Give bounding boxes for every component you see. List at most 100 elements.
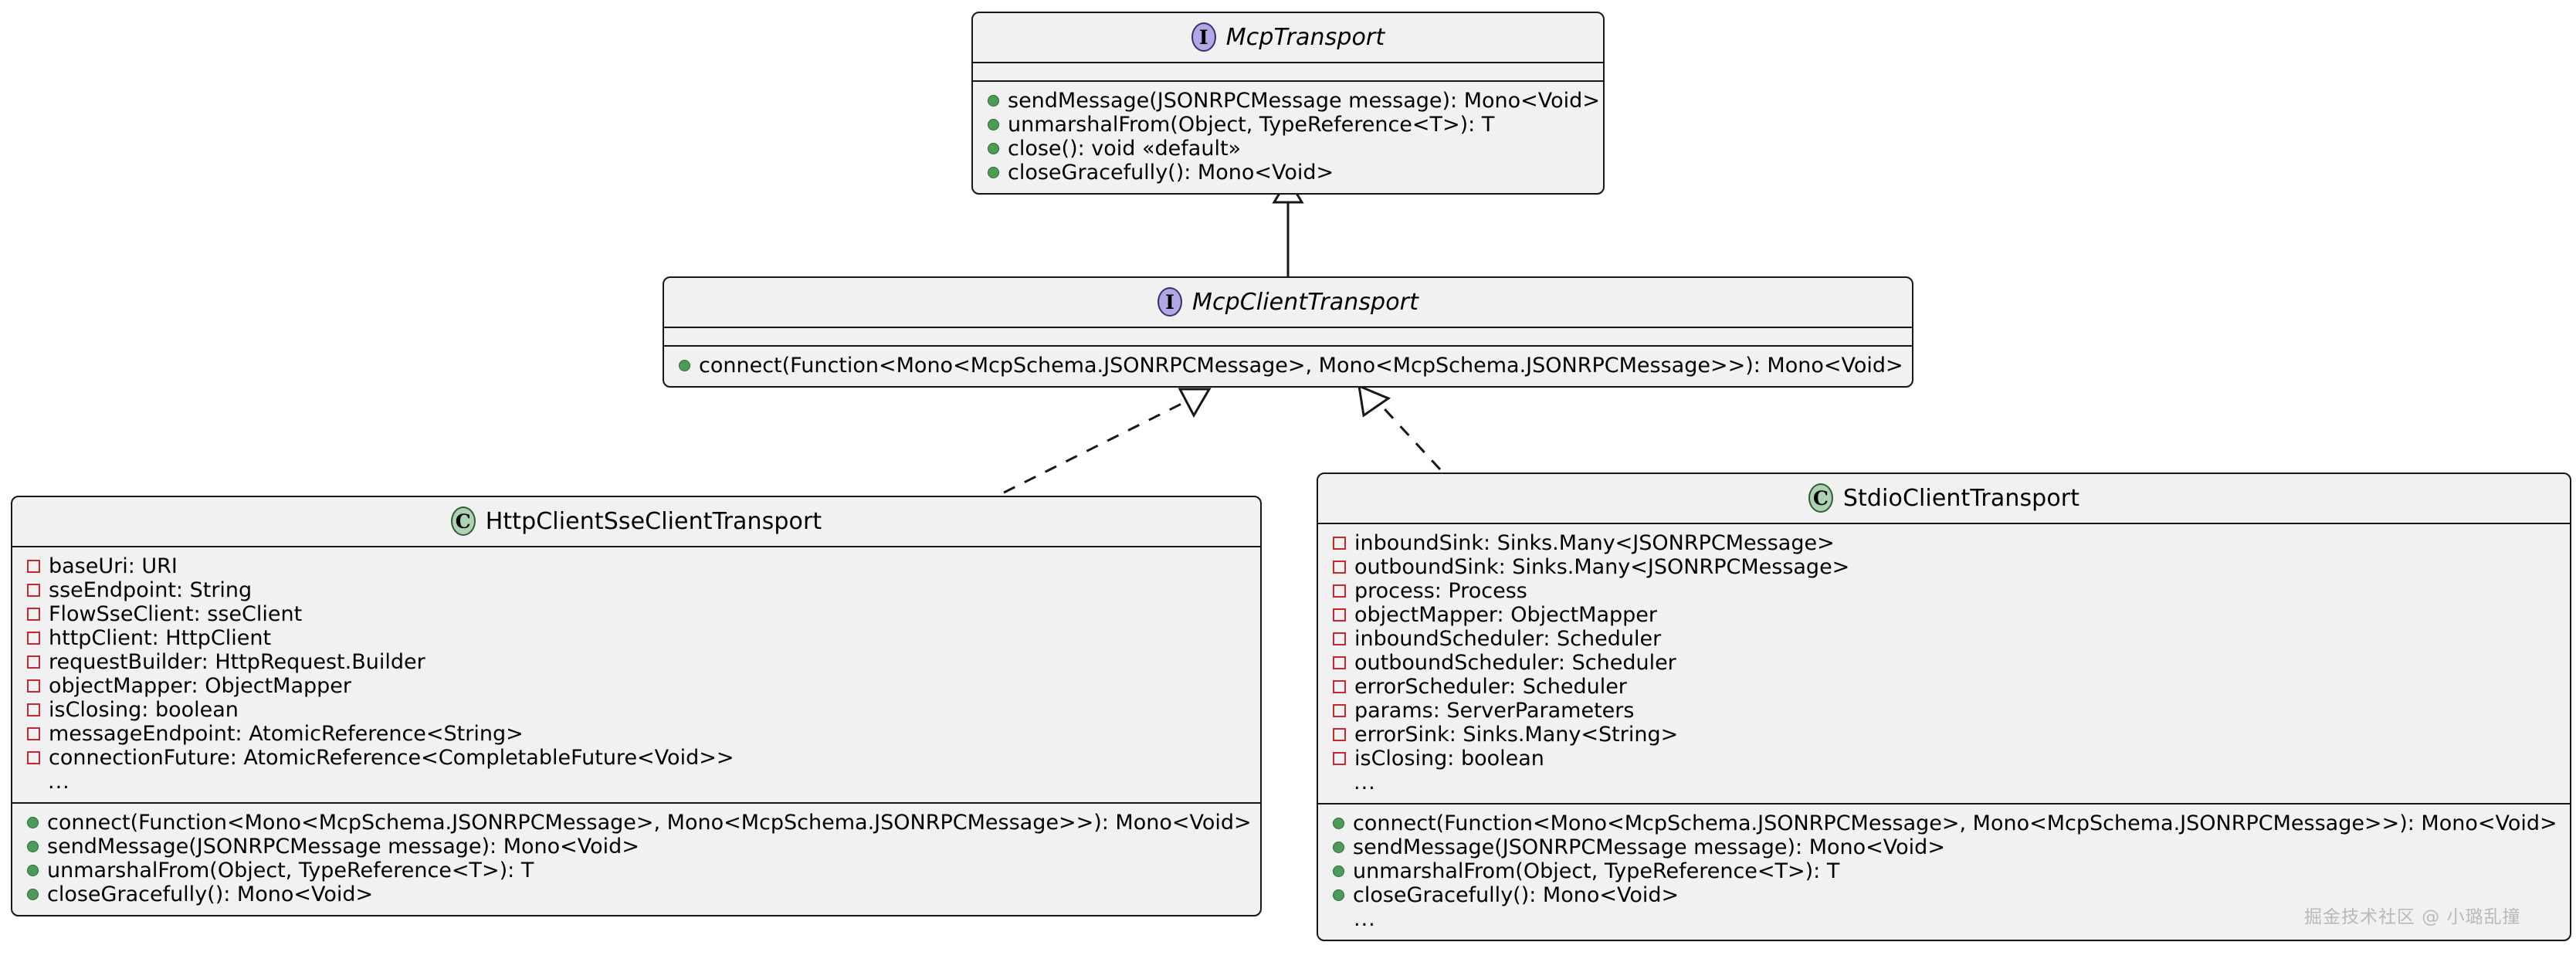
method-label: connect(Function<Mono<McpSchema.JSONRPCM… <box>47 811 1252 835</box>
divider <box>1318 523 2570 524</box>
method-row[interactable]: unmarshalFrom(Object, TypeReference<T>):… <box>12 859 1260 882</box>
node-mcp-transport-methods: sendMessage(JSONRPCMessage message): Mon… <box>973 82 1603 193</box>
attribute-row[interactable]: objectMapper: ObjectMapper <box>1318 603 2570 627</box>
attribute-row[interactable]: isClosing: boolean <box>1318 747 2570 771</box>
attribute-row[interactable]: inboundSink: Sinks.Many<JSONRPCMessage> <box>1318 531 2570 555</box>
private-visibility-icon <box>1333 752 1346 765</box>
divider <box>664 345 1912 347</box>
method-row[interactable]: sendMessage(JSONRPCMessage message): Mon… <box>973 89 1603 113</box>
attribute-row[interactable]: params: ServerParameters <box>1318 699 2570 723</box>
divider <box>973 80 1603 82</box>
node-mcp-client-transport-methods: connect(Function<Mono<McpSchema.JSONRPCM… <box>664 347 1912 386</box>
public-visibility-icon <box>1333 889 1344 901</box>
attribute-row[interactable]: inboundScheduler: Scheduler <box>1318 627 2570 651</box>
attribute-row[interactable]: httpClient: HttpClient <box>12 626 1260 650</box>
node-http-client-sse-client-transport[interactable]: C HttpClientSseClientTransport baseUri: … <box>11 496 1262 916</box>
method-row[interactable]: connect(Function<Mono<McpSchema.JSONRPCM… <box>664 354 1912 378</box>
method-label: sendMessage(JSONRPCMessage message): Mon… <box>1353 835 1945 859</box>
method-row[interactable]: closeGracefully(): Mono<Void> <box>1318 883 2570 907</box>
method-overflow-label: ... <box>1354 907 1376 931</box>
divider <box>664 327 1912 328</box>
attribute-row[interactable]: objectMapper: ObjectMapper <box>12 674 1260 698</box>
node-stdio-client-transport[interactable]: C StdioClientTransport inboundSink: Sink… <box>1317 473 2571 941</box>
public-visibility-icon <box>988 119 999 130</box>
node-mcp-transport-title: McpTransport <box>1225 23 1385 51</box>
attribute-row[interactable]: requestBuilder: HttpRequest.Builder <box>12 650 1260 674</box>
attribute-label: objectMapper: ObjectMapper <box>1354 603 1658 627</box>
private-visibility-icon <box>1333 728 1346 741</box>
method-row[interactable]: unmarshalFrom(Object, TypeReference<T>):… <box>973 113 1603 137</box>
attribute-row[interactable]: process: Process <box>1318 579 2570 603</box>
method-label: connect(Function<Mono<McpSchema.JSONRPCM… <box>699 354 1903 378</box>
method-row[interactable]: close(): void «default» <box>973 137 1603 161</box>
node-mcp-transport[interactable]: I McpTransport sendMessage(JSONRPCMessag… <box>971 12 1605 195</box>
attribute-row[interactable]: errorScheduler: Scheduler <box>1318 675 2570 699</box>
interface-badge-icon: I <box>1158 287 1183 317</box>
method-label: closeGracefully(): Mono<Void> <box>1008 161 1334 185</box>
private-visibility-icon <box>1333 608 1346 622</box>
private-visibility-icon <box>27 727 40 740</box>
attribute-row[interactable]: outboundScheduler: Scheduler <box>1318 651 2570 675</box>
method-row[interactable]: connect(Function<Mono<McpSchema.JSONRPCM… <box>1318 811 2570 835</box>
attribute-label: errorScheduler: Scheduler <box>1354 675 1627 699</box>
method-label: unmarshalFrom(Object, TypeReference<T>):… <box>1353 859 1840 883</box>
method-label: closeGracefully(): Mono<Void> <box>1353 883 1679 907</box>
private-visibility-icon <box>27 679 40 693</box>
method-label: close(): void «default» <box>1008 137 1242 161</box>
private-visibility-icon <box>1333 632 1346 645</box>
attribute-label: isClosing: boolean <box>49 698 239 722</box>
public-visibility-icon <box>1333 842 1344 853</box>
private-visibility-icon <box>1333 680 1346 693</box>
node-mcp-client-transport[interactable]: I McpClientTransport connect(Function<Mo… <box>663 276 1913 388</box>
node-stdio-client-transport-methods: connect(Function<Mono<McpSchema.JSONRPCM… <box>1318 804 2570 940</box>
public-visibility-icon <box>988 167 999 178</box>
private-visibility-icon <box>27 703 40 716</box>
attribute-overflow-label: ... <box>48 770 70 794</box>
private-visibility-icon <box>27 560 40 573</box>
public-visibility-icon <box>1333 865 1344 877</box>
attribute-label: requestBuilder: HttpRequest.Builder <box>49 650 425 674</box>
public-visibility-icon <box>988 95 999 107</box>
attribute-row[interactable]: isClosing: boolean <box>12 698 1260 722</box>
watermark: 掘金技术社区 @ 小璐乱撞 <box>2304 907 2521 927</box>
node-http-client-sse-client-transport-title: HttpClientSseClientTransport <box>485 507 822 535</box>
class-badge-icon: C <box>450 506 476 536</box>
attribute-label: process: Process <box>1354 579 1527 603</box>
attribute-overflow-row: ... <box>1318 771 2570 794</box>
interface-badge-icon: I <box>1191 22 1216 52</box>
attribute-overflow-label: ... <box>1354 771 1376 794</box>
private-visibility-icon <box>1333 704 1346 717</box>
private-visibility-icon <box>27 608 40 621</box>
attribute-row[interactable]: FlowSseClient: sseClient <box>12 602 1260 626</box>
attribute-label: inboundSink: Sinks.Many<JSONRPCMessage> <box>1354 531 1835 555</box>
class-badge-icon: C <box>1808 483 1833 513</box>
node-stdio-client-transport-title: StdioClientTransport <box>1842 484 2080 512</box>
method-row[interactable]: unmarshalFrom(Object, TypeReference<T>):… <box>1318 859 2570 883</box>
method-row[interactable]: sendMessage(JSONRPCMessage message): Mon… <box>12 835 1260 859</box>
attribute-label: outboundSink: Sinks.Many<JSONRPCMessage> <box>1354 555 1850 579</box>
method-row[interactable]: sendMessage(JSONRPCMessage message): Mon… <box>1318 835 2570 859</box>
private-visibility-icon <box>27 655 40 669</box>
public-visibility-icon <box>679 360 690 371</box>
attribute-row[interactable]: sseEndpoint: String <box>12 578 1260 602</box>
method-label: unmarshalFrom(Object, TypeReference<T>):… <box>47 859 534 882</box>
method-row[interactable]: connect(Function<Mono<McpSchema.JSONRPCM… <box>12 811 1260 835</box>
method-row[interactable]: closeGracefully(): Mono<Void> <box>12 882 1260 906</box>
node-http-client-sse-client-transport-header: C HttpClientSseClientTransport <box>12 497 1260 546</box>
node-stdio-client-transport-header: C StdioClientTransport <box>1318 474 2570 523</box>
method-label: unmarshalFrom(Object, TypeReference<T>):… <box>1008 113 1495 137</box>
method-row[interactable]: closeGracefully(): Mono<Void> <box>973 161 1603 185</box>
attribute-label: params: ServerParameters <box>1354 699 1635 723</box>
private-visibility-icon <box>1333 584 1346 598</box>
attribute-row[interactable]: baseUri: URI <box>12 554 1260 578</box>
divider <box>12 546 1260 547</box>
attribute-row[interactable]: messageEndpoint: AtomicReference<String> <box>12 722 1260 746</box>
attribute-label: FlowSseClient: sseClient <box>49 602 303 626</box>
attribute-row[interactable]: errorSink: Sinks.Many<String> <box>1318 723 2570 747</box>
attribute-row[interactable]: outboundSink: Sinks.Many<JSONRPCMessage> <box>1318 555 2570 579</box>
attribute-row[interactable]: connectionFuture: AtomicReference<Comple… <box>12 746 1260 770</box>
realization-httpclientsse-to-mcpclienttransport <box>1003 388 1212 494</box>
public-visibility-icon <box>1333 818 1344 829</box>
attribute-label: outboundScheduler: Scheduler <box>1354 651 1676 675</box>
private-visibility-icon <box>1333 561 1346 574</box>
